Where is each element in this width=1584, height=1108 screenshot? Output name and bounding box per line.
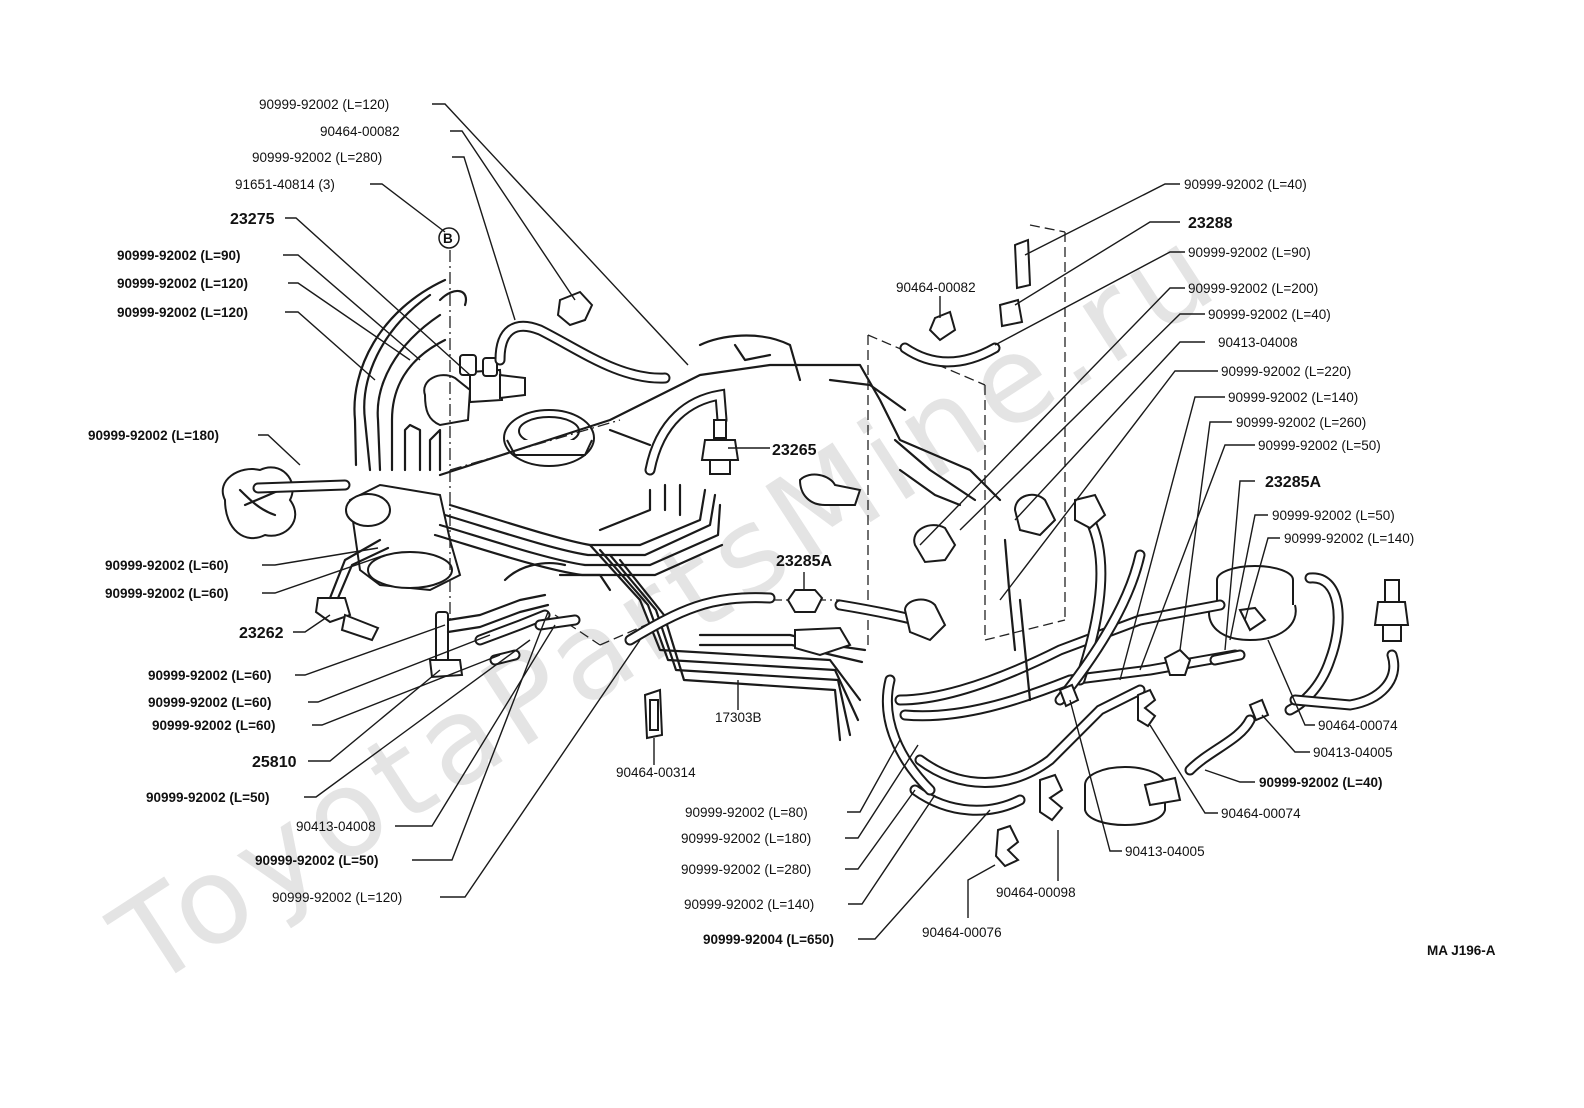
part-label: 17303B [715,710,762,725]
part-label: 90999-92002 (L=80) [685,805,808,820]
part-label: 90999-92002 (L=40) [1259,775,1382,790]
part-label: 90999-92002 (L=50) [146,790,269,805]
part-label: 90999-92002 (L=120) [272,890,402,905]
part-label: 23285A [776,553,832,570]
part-label: 90999-92002 (L=140) [684,897,814,912]
labels-left: 90999-92002 (L=120) 90464-00082 90999-92… [88,97,402,905]
part-label: 23262 [239,625,284,642]
part-label: 91651-40814 (3) [235,177,335,192]
part-label: 90999-92002 (L=50) [255,853,378,868]
labels-right: 90999-92002 (L=40) 23288 90999-92002 (L=… [922,177,1414,940]
leader-lines [258,103,1315,940]
part-label: 23288 [1188,215,1233,232]
part-label: 90999-92004 (L=650) [703,932,834,947]
part-label: 90999-92002 (L=140) [1284,531,1414,546]
part-label: 90413-04005 [1313,745,1393,760]
part-label: 90999-92002 (L=280) [252,150,382,165]
part-label: 90999-92002 (L=120) [259,97,389,112]
labels-center: 23265 23285A 17303B 90464-00314 90464-00… [616,280,976,780]
part-label: 25810 [252,754,297,771]
part-label: 90999-92002 (L=220) [1221,364,1351,379]
part-label: 90999-92002 (L=120) [117,276,248,291]
part-label: 90999-92002 (L=60) [105,558,228,573]
part-label: 90999-92002 (L=50) [1272,508,1395,523]
part-label: 90999-92002 (L=60) [148,695,271,710]
labels-bottom: 90999-92002 (L=80) 90999-92002 (L=180) 9… [681,805,834,947]
part-label: 90999-92002 (L=60) [152,718,275,733]
part-label: 90413-04008 [296,819,376,834]
part-label: 23265 [772,442,817,459]
part-label: 90999-92002 (L=60) [148,668,271,683]
part-label: 90999-92002 (L=180) [88,428,219,443]
part-label: 23275 [230,211,275,228]
part-label: 90464-00082 [320,124,400,139]
part-label: 90999-92002 (L=50) [1258,438,1381,453]
part-label: 90999-92002 (L=90) [1188,245,1311,260]
part-label: 90413-04008 [1218,335,1298,350]
part-label: 90999-92002 (L=40) [1208,307,1331,322]
part-label: 90999-92002 (L=120) [117,305,248,320]
part-label: 90999-92002 (L=180) [681,831,811,846]
part-label: 90464-00098 [996,885,1076,900]
part-label: 90999-92002 (L=280) [681,862,811,877]
part-label: 90464-00314 [616,765,696,780]
part-label: 90464-00074 [1318,718,1398,733]
part-label: 90999-92002 (L=90) [117,248,240,263]
part-label: 90464-00074 [1221,806,1301,821]
part-label: 90999-92002 (L=60) [105,586,228,601]
part-label: 90464-00076 [922,925,1002,940]
part-label: 23285A [1265,474,1321,491]
ref-b-label: B [443,231,453,246]
part-label: 90999-92002 (L=140) [1228,390,1358,405]
ref-circle-b [438,227,460,249]
part-label: 90413-04005 [1125,844,1205,859]
part-label: 90464-00082 [896,280,976,295]
part-label: 90999-92002 (L=40) [1184,177,1307,192]
engine-assembly-drawing [221,224,1410,868]
diagram-code: MA J196-A [1427,943,1496,958]
part-label: 90999-92002 (L=260) [1236,415,1366,430]
part-label: 90999-92002 (L=200) [1188,281,1318,296]
